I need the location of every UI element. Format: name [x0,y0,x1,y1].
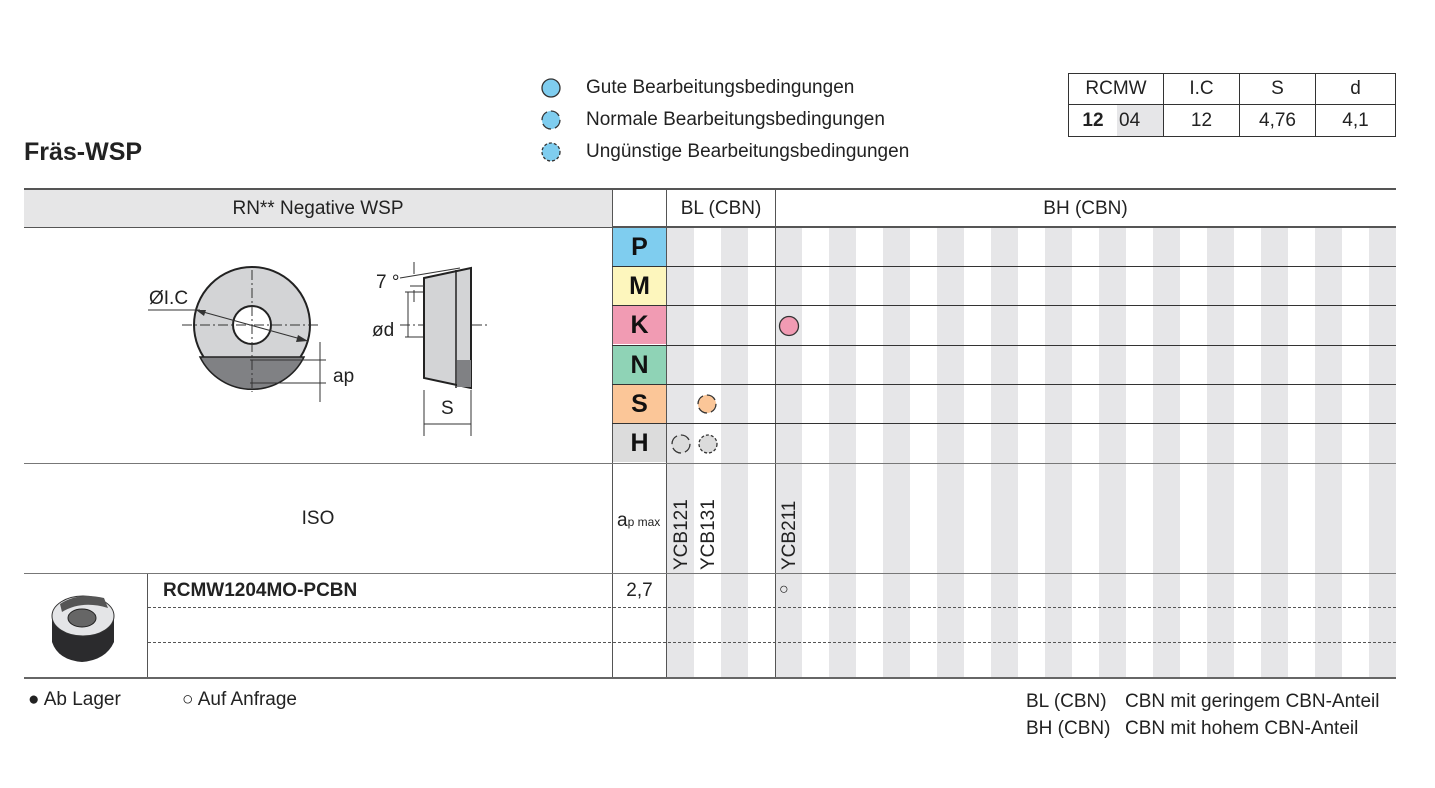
material-k: K [613,306,666,344]
label-s: S [441,398,454,419]
grade-ycb211: YCB211 [779,500,800,570]
spec-rcmw-thickness: 04 [1117,105,1163,136]
material-h: H [613,424,666,462]
spec-d: 4,1 [1315,104,1396,137]
normal-conditions-icon [697,394,717,414]
material-m: M [613,267,666,305]
apmax-sub: p max [627,515,661,529]
good-conditions-icon [778,315,800,337]
material-s: S [613,385,666,423]
note-code: BL (CBN) [1026,691,1107,712]
product-name[interactable]: RCMW1204MO-PCBN [163,580,358,601]
insert-dimension-drawing [148,262,490,436]
note-code: BH (CBN) [1026,718,1111,739]
note-text: CBN mit geringem CBN-Anteil [1125,691,1380,712]
apmax-label: ap max [617,510,660,532]
header-group-bl: BL (CBN) [680,197,762,219]
header-group-bh: BH (CBN) [1043,197,1128,219]
grade-column-stripes [667,228,1396,678]
legend-label: Normale Bearbeitungsbedingungen [586,109,885,130]
spec-rcmw-size: 12 [1082,110,1104,131]
spec-ic: 12 [1163,104,1240,137]
normal-conditions-icon [541,110,561,130]
table-header [24,188,1396,228]
iso-label: ISO [301,507,335,529]
good-conditions-icon [541,78,561,98]
product-apmax: 2,7 [626,580,653,601]
legend-normal: Normale Bearbeitungsbedingungen [540,109,885,131]
header-insert-type: RN** Negative WSP [24,190,612,227]
legend-label: Ungünstige Bearbeitungsbedingungen [586,141,910,162]
footer-stock: ● Ab Lager [28,689,121,710]
label-angle: 7 ° [376,272,400,293]
label-ic: ØI.C [149,288,189,309]
spec-s: 4,76 [1239,104,1316,137]
unfavorable-conditions-icon [698,434,718,454]
insert-product-image [51,595,115,662]
label-ap: ap [333,366,355,387]
normal-conditions-icon [671,434,691,454]
spec-header: d [1315,73,1396,105]
legend-unfavorable: Ungünstige Bearbeitungsbedingungen [540,141,909,163]
page-title: Fräs-WSP [24,138,143,166]
note-text: CBN mit hohem CBN-Anteil [1125,718,1359,739]
material-n: N [613,346,666,384]
grade-ycb121: YCB121 [671,499,692,570]
legend-good: Gute Bearbeitungsbedingungen [540,77,854,99]
availability-on-request: ○ [779,581,789,598]
material-p: P [613,228,666,266]
apmax-a: a [617,510,628,531]
footer-request: ○ Auf Anfrage [182,689,298,710]
spec-header: S [1239,73,1316,105]
legend-label: Gute Bearbeitungsbedingungen [586,77,855,98]
unfavorable-conditions-icon [541,142,561,162]
spec-header: I.C [1163,73,1240,105]
spec-header: RCMW [1068,73,1164,105]
grade-ycb131: YCB131 [698,499,719,570]
label-d: ød [372,320,395,341]
